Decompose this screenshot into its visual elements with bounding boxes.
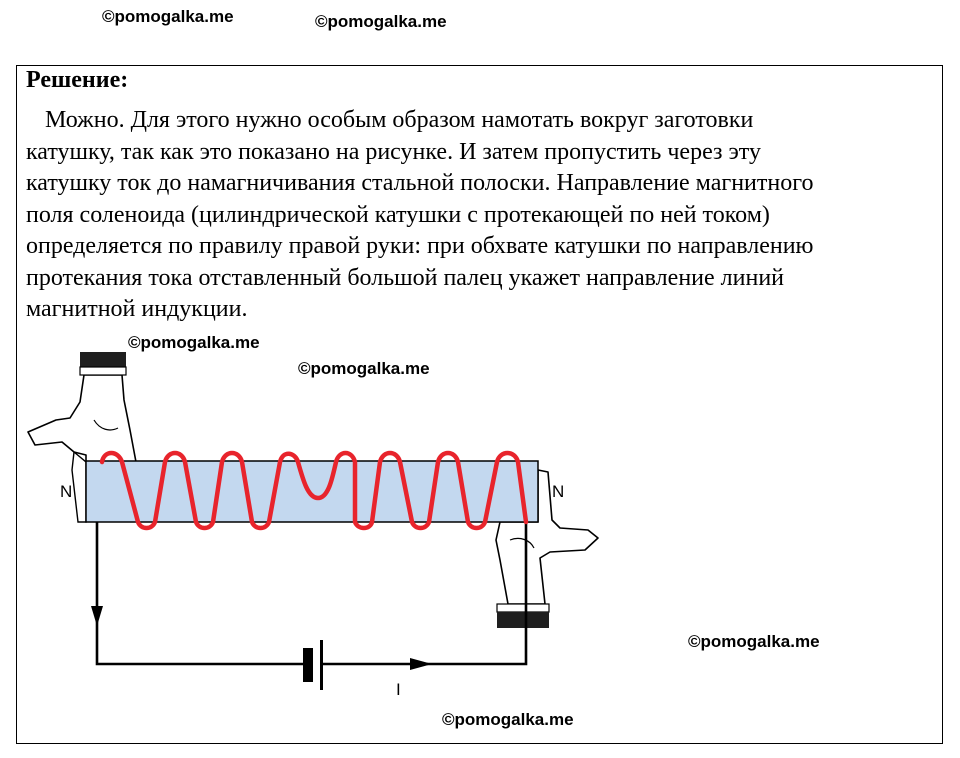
watermark: ©pomogalka.me (102, 7, 234, 26)
text-line: магнитной индукции. (26, 296, 248, 322)
pole-label-left: N (60, 482, 73, 501)
text-line: поля соленоида (цилиндрической катушки с… (26, 201, 770, 228)
solution-frame (16, 65, 943, 744)
current-label: I (396, 680, 401, 699)
text-line: Можно. Для этого нужно особым образом на… (45, 107, 754, 133)
circuit (95, 522, 528, 666)
watermark: ©pomogalka.me (315, 12, 447, 31)
text-line: катушку ток до намагничивания стальной п… (26, 170, 814, 196)
current-arrow-right (410, 658, 432, 670)
watermark: ©pomogalka.me (128, 333, 260, 352)
battery-negative-plate (303, 648, 313, 682)
wire-left (95, 522, 308, 666)
left-hand (27, 352, 137, 523)
text-line: протекания тока отставленный большой пал… (26, 264, 785, 291)
battery-positive-plate (320, 640, 323, 690)
text-line: катушку, так как это показано на рисунке… (26, 138, 761, 165)
solution-text: Можно. Для этого нужно особым образом на… (26, 105, 926, 326)
steel-bar (85, 460, 539, 523)
solenoid-coil (99, 450, 529, 531)
wire-right (322, 522, 528, 666)
current-arrow-down (91, 606, 103, 626)
solution-heading: Решение: (26, 67, 129, 93)
watermark: ©pomogalka.me (688, 632, 820, 651)
watermark: ©pomogalka.me (298, 359, 430, 378)
text-line: определяется по правилу правой руки: при… (26, 233, 814, 259)
watermark: ©pomogalka.me (442, 710, 574, 729)
right-hand (495, 469, 599, 628)
pole-label-right: N (552, 482, 565, 501)
